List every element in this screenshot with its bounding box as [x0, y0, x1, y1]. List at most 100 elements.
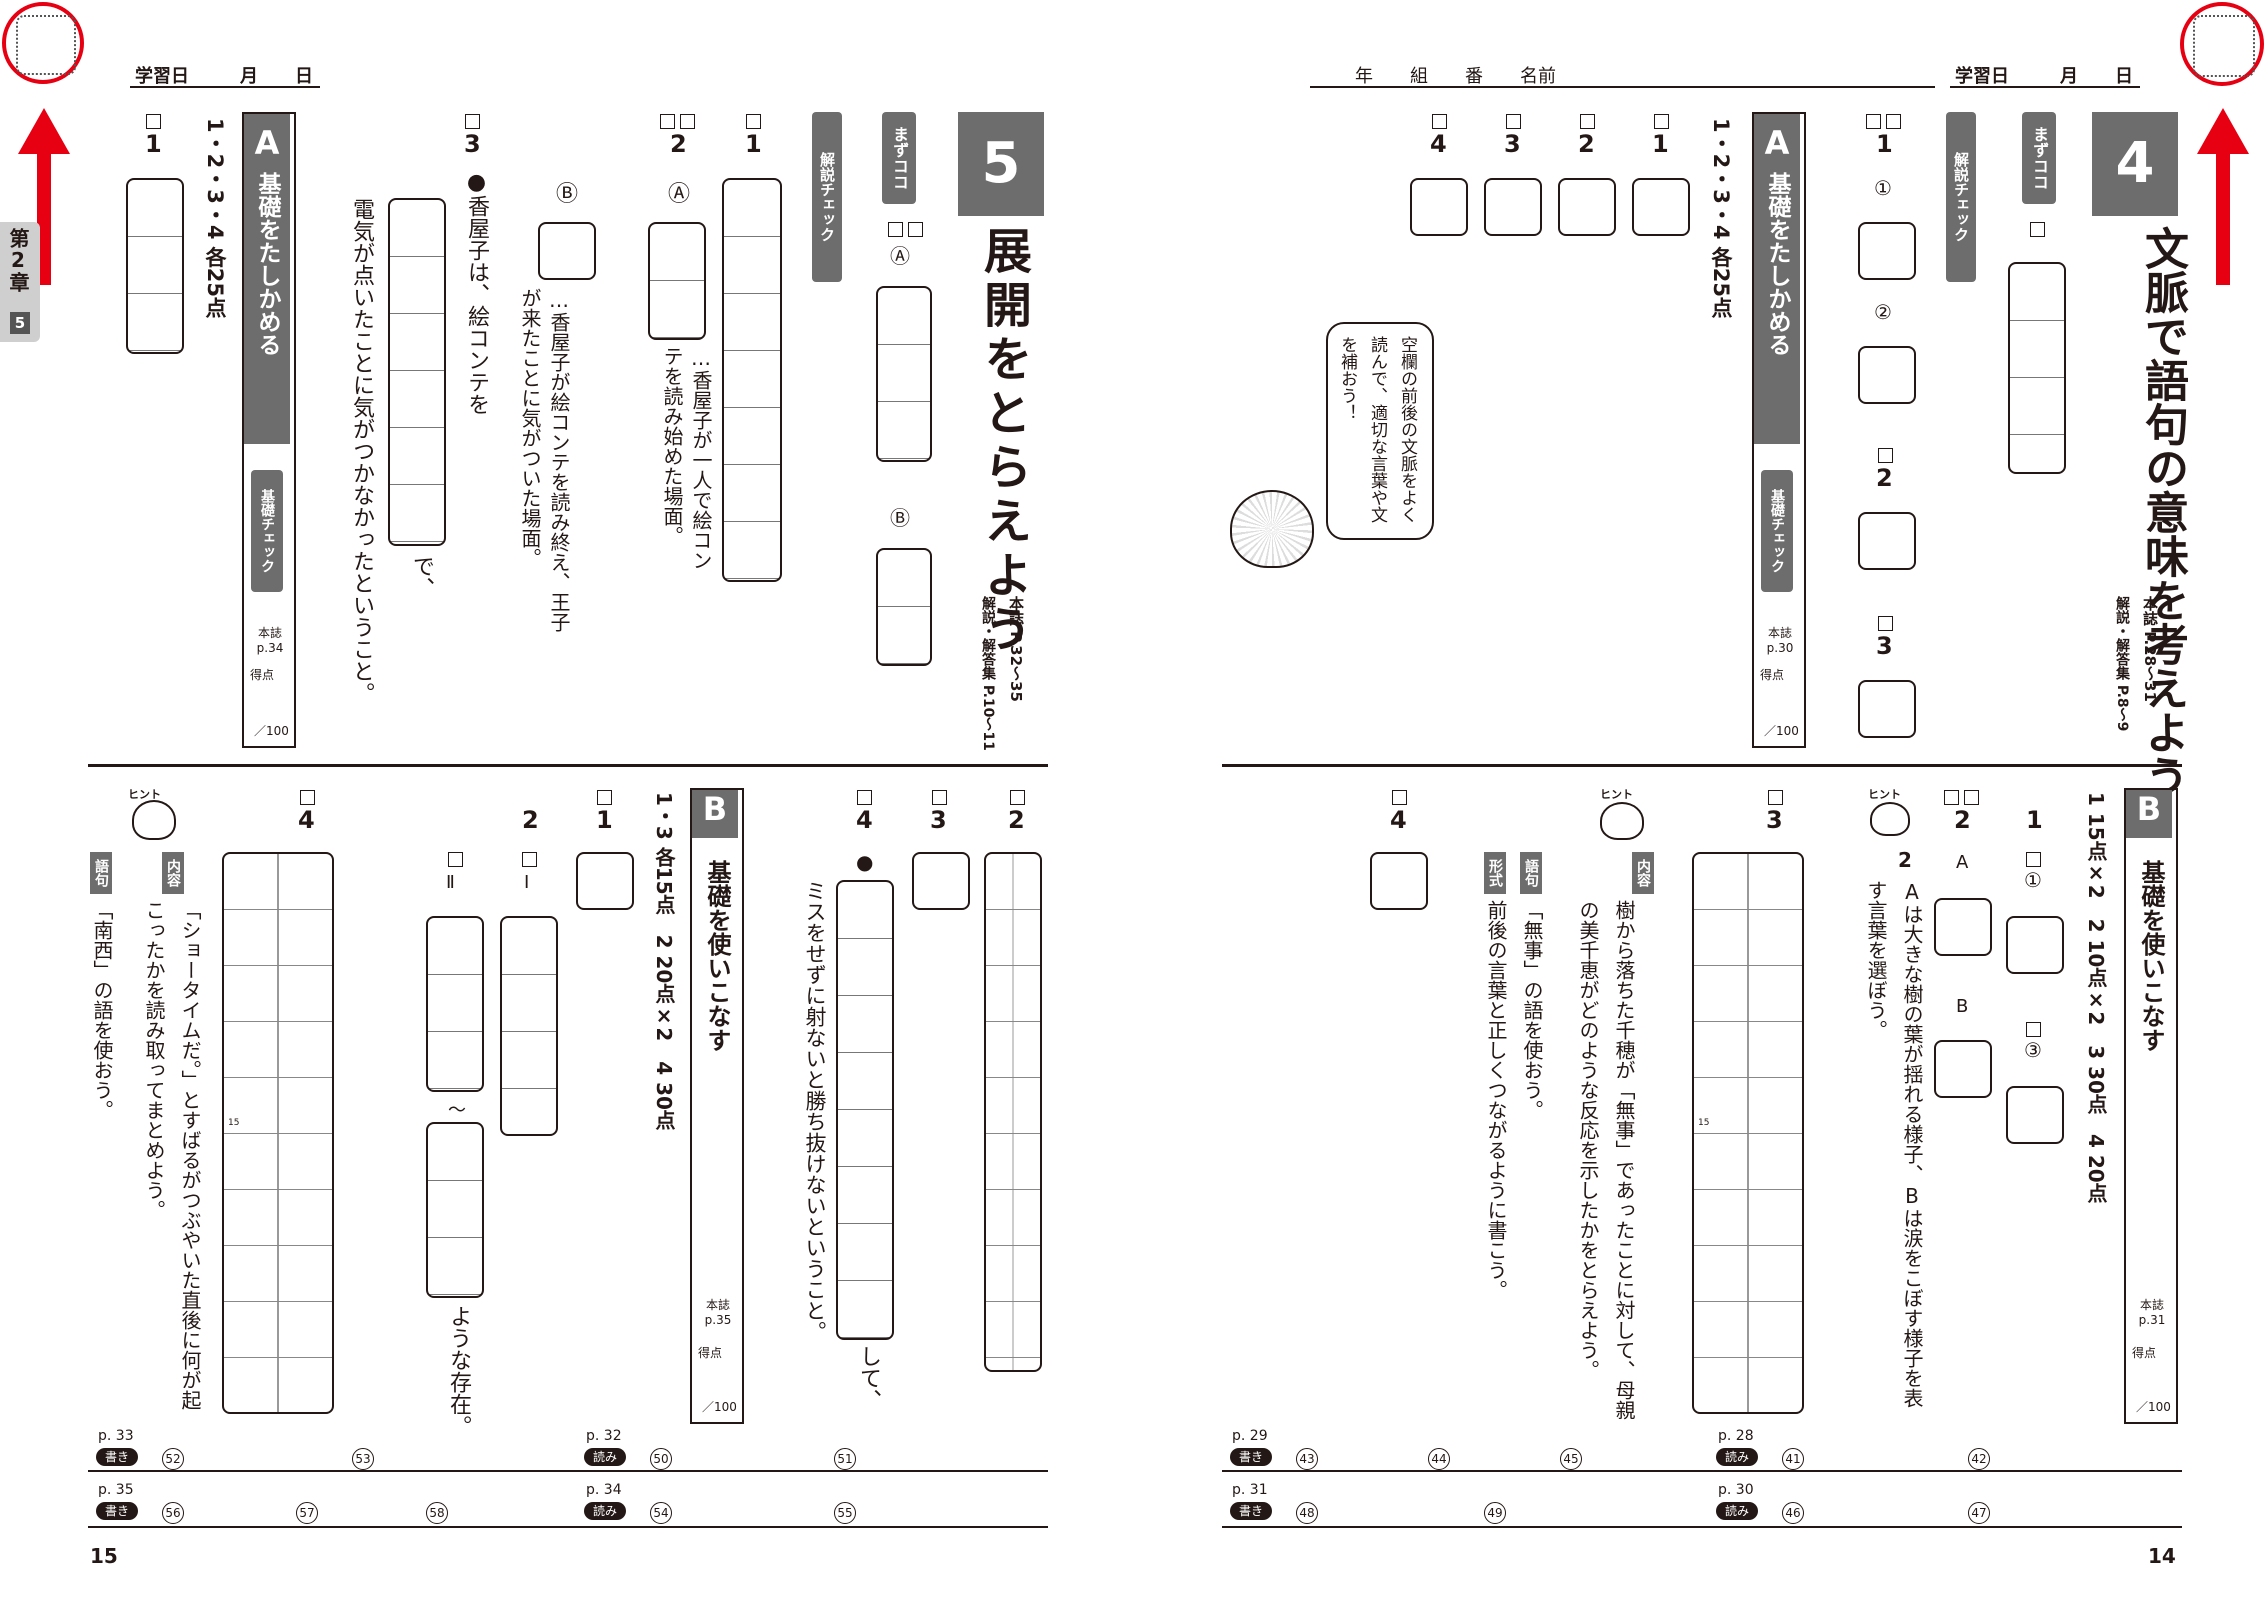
left-kanji-row-divider-1: [88, 1470, 1048, 1472]
left-a-q2b-text: …香屋子が絵コンテを読み終え、王子が来たことに気がついた場面。: [518, 288, 571, 632]
right-kaisetsu-answer-3[interactable]: [1858, 512, 1916, 570]
left-a-q1b-check[interactable]: [746, 114, 761, 129]
right-a-q3-answer[interactable]: [1484, 178, 1542, 236]
right-a-q3-check[interactable]: [1506, 114, 1521, 129]
right-b-grid-marker: 15: [1698, 1118, 1710, 1128]
left-b-q2ii-answer-2[interactable]: [426, 1122, 484, 1298]
left-a-q2b-answer[interactable]: [538, 222, 596, 280]
left-a-q3-check[interactable]: [465, 114, 480, 129]
left-b-q2-i: Ⅰ: [524, 872, 530, 893]
left-a-q2-number-1: 1: [745, 130, 762, 158]
left-b-q2-check[interactable]: [1010, 790, 1025, 805]
right-a-q1-check[interactable]: [1654, 114, 1669, 129]
right-b-q2-answer-b[interactable]: [1934, 1040, 1992, 1098]
right-b-q1-mark-1: ①: [2024, 868, 2042, 892]
left-b-q3-answer[interactable]: [912, 852, 970, 910]
left-b-q2ii-answer-1[interactable]: [426, 916, 484, 1092]
left-b-q2-grid[interactable]: [984, 852, 1042, 1372]
left-b-q1-check[interactable]: [597, 790, 612, 805]
right-b-q4-answer[interactable]: [1370, 852, 1428, 910]
left-a-q3-number: 3: [464, 130, 481, 158]
annotation-circle-right: [2180, 2, 2264, 86]
left-b-q4-check[interactable]: [857, 790, 872, 805]
lesson-5-number: 5: [981, 131, 1021, 196]
right-section-b-title: 基礎を使いこなす: [2137, 860, 2165, 1052]
left-b-q2-number: 2: [1008, 806, 1025, 834]
right-b-q1-check-2[interactable]: [2026, 1022, 2041, 1037]
left-b-hint-label: ヒント: [128, 788, 161, 801]
right-a-q2-answer[interactable]: [1558, 178, 1616, 236]
left-a-q2a-answer[interactable]: [648, 222, 706, 340]
left-b-q2-tail: ような存在。: [446, 1305, 471, 1437]
right-b-q2-check-2[interactable]: [1964, 790, 1979, 805]
left-a-q2-check-2[interactable]: [680, 114, 695, 129]
right-b-q2-a: A: [1956, 852, 1969, 873]
mazu-check-1[interactable]: [888, 222, 903, 237]
right-b-q1-answer-2[interactable]: [2006, 1086, 2064, 1144]
right-kaisetsu-answer-1[interactable]: [1858, 222, 1916, 280]
right-name-header: 年 組 番 名前: [1310, 62, 1935, 88]
right-b-points: 1 15点×2 2 10点×2 3 30点 4 20点: [2084, 792, 2108, 1203]
left-section-a-header: A 基礎をたしかめる: [244, 114, 290, 444]
left-a-q1b-answer[interactable]: [722, 178, 782, 582]
left-b-q4-answer[interactable]: [836, 880, 894, 1340]
right-b-q3-grid[interactable]: [1692, 852, 1804, 1414]
left-b-q1-number: 1: [596, 806, 613, 834]
left-kanji-r1-n2: 53: [352, 1448, 374, 1470]
right-kanji-r2-type: 書き: [1230, 1502, 1272, 1520]
corner-check-box-right[interactable]: [2193, 15, 2255, 77]
left-kanji-r2-n3: 58: [426, 1502, 448, 1524]
right-kaisetsu-check-1[interactable]: [1866, 114, 1881, 129]
left-a-q1-check[interactable]: [146, 114, 161, 129]
left-a-q2-check-1[interactable]: [660, 114, 675, 129]
right-b-hint-keishiki-tag: 形式: [1484, 852, 1506, 894]
mazu-answer-a[interactable]: [876, 286, 932, 462]
right-mazu-answer[interactable]: [2008, 262, 2066, 474]
right-b-q4-check[interactable]: [1392, 790, 1407, 805]
left-b-q2i-answer[interactable]: [500, 916, 558, 1136]
right-b-hint-naiyo-text: 樹から落ちた千穂が「無事」であったことに対して、母親の美千恵がどのような反応を示…: [1576, 900, 1636, 1420]
left-b-q2ii-check[interactable]: [448, 852, 463, 867]
right-kaisetsu-check-3[interactable]: [1878, 448, 1893, 463]
lesson-5-title: 展開をとらえよう: [975, 226, 1031, 658]
right-a-q1-answer[interactable]: [1632, 178, 1690, 236]
right-kaisetsu-answer-2[interactable]: [1858, 346, 1916, 404]
left-b-q3-check[interactable]: [932, 790, 947, 805]
right-b-q1-check-1[interactable]: [2026, 852, 2041, 867]
right-b-hint-goku-text: 「無事」の語を使おう。: [1520, 900, 1544, 1120]
right-a-q4-answer[interactable]: [1410, 178, 1468, 236]
left-header: 学習日 月 日: [130, 62, 320, 88]
mazu-answer-b[interactable]: [876, 548, 932, 666]
left-kiso-check: 基礎チェック: [251, 470, 283, 592]
right-b-q1-answer-1[interactable]: [2006, 916, 2064, 974]
right-a-honshi-ref: 本誌 p.30: [1766, 626, 1794, 655]
left-b-q4-tail: して、: [856, 1345, 881, 1411]
corner-check-box-left[interactable]: [16, 15, 76, 75]
left-kanji-r2-n1: 56: [162, 1502, 184, 1524]
right-b-q2-answer-a[interactable]: [1934, 898, 1992, 956]
right-kanji-r2-type2: 読み: [1716, 1502, 1758, 1520]
right-kaisetsu-check-4[interactable]: [1878, 616, 1893, 631]
right-kaisetsu-answer-4[interactable]: [1858, 680, 1916, 738]
right-kaisetsu-mark-1: ①: [1874, 176, 1892, 200]
left-a-q2-number: 2: [670, 130, 687, 158]
left-b-q4b-check[interactable]: [300, 790, 315, 805]
right-b-q3-check[interactable]: [1768, 790, 1783, 805]
right-b-q2-check-1[interactable]: [1944, 790, 1959, 805]
left-b-q2i-check[interactable]: [522, 852, 537, 867]
left-a-q1-answer[interactable]: [126, 178, 184, 354]
left-b-q1-answer[interactable]: [576, 852, 634, 910]
left-kanji-r2-m1: 54: [650, 1502, 672, 1524]
mazu-check-2[interactable]: [908, 222, 923, 237]
number-label: 番: [1465, 66, 1483, 87]
right-kaisetsu-check-2[interactable]: [1886, 114, 1901, 129]
annotation-circle-left: [2, 2, 84, 84]
right-b-hint-keishiki-text: 前後の言葉と正しくつながるように書こう。: [1484, 900, 1508, 1300]
left-b-q4b-grid[interactable]: [222, 852, 334, 1414]
right-a-q2-check[interactable]: [1580, 114, 1595, 129]
left-a-q3-answer[interactable]: [388, 198, 446, 546]
right-kaisetsu-q3: 3: [1876, 632, 1893, 660]
right-mazu-check[interactable]: [2030, 222, 2045, 237]
right-a-q4-check[interactable]: [1432, 114, 1447, 129]
right-kanji-r2-m2: 47: [1968, 1502, 1990, 1524]
